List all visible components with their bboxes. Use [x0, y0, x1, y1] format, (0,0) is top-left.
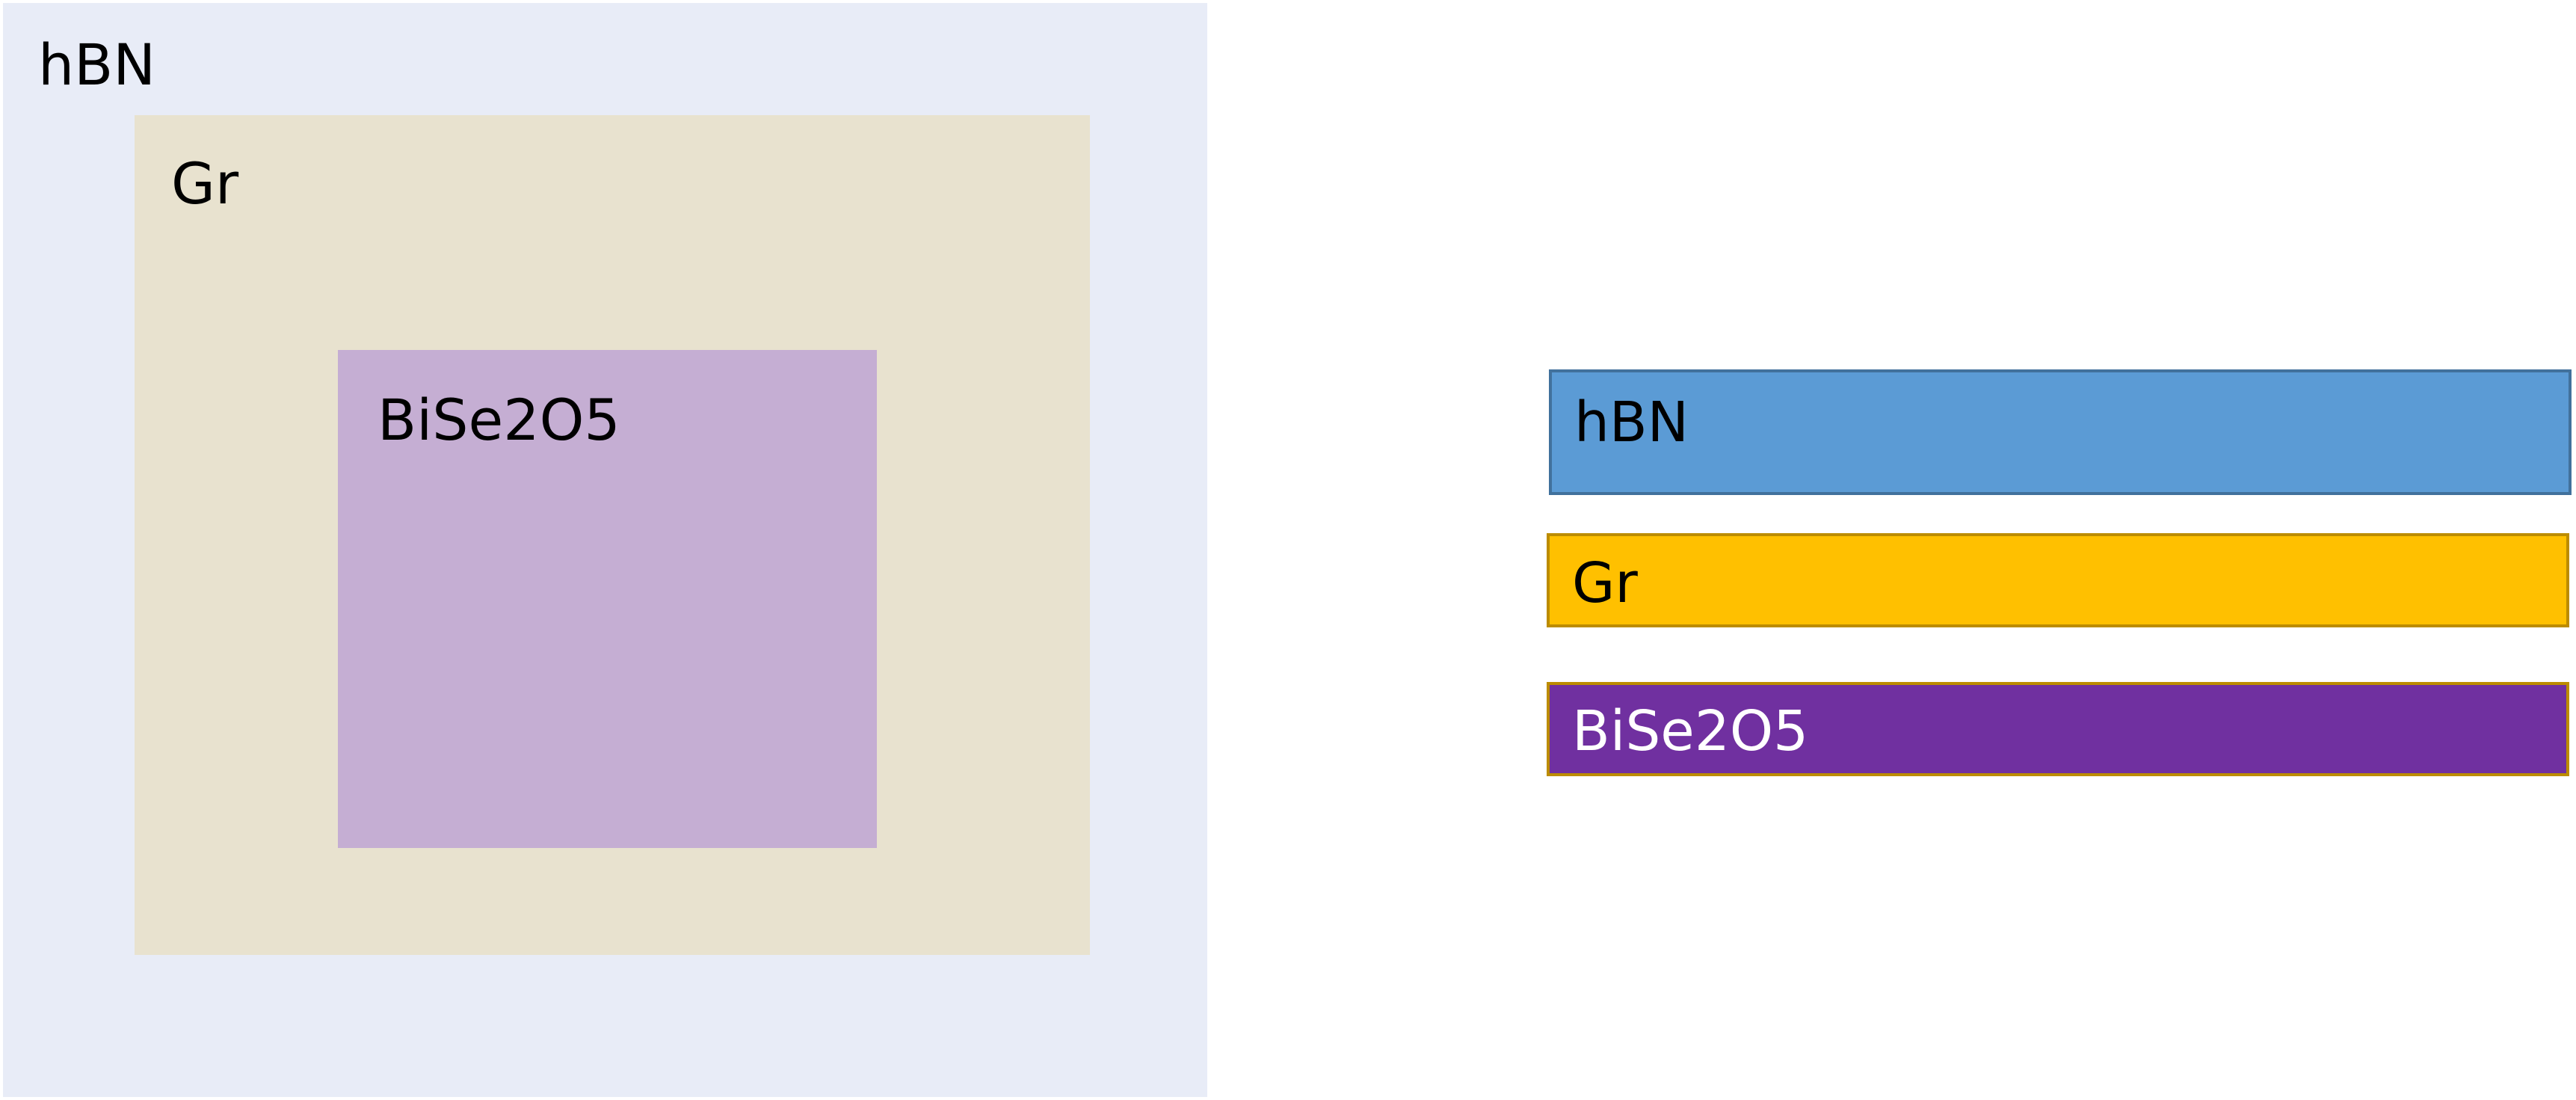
graphene-side-view-label: Gr — [1572, 551, 1638, 615]
hbn-top-view-label: hBN — [38, 31, 156, 98]
bise2o5-side-view-layer — [1547, 682, 2569, 776]
graphene-side-view-layer — [1547, 533, 2569, 627]
hbn-side-view-label: hBN — [1574, 390, 1689, 455]
bise2o5-top-view-label: BiSe2O5 — [378, 387, 620, 453]
bise2o5-top-view-layer — [338, 350, 877, 848]
bise2o5-side-view-label: BiSe2O5 — [1572, 699, 1809, 763]
graphene-top-view-label: Gr — [171, 150, 239, 217]
hbn-side-view-layer — [1549, 369, 2572, 495]
